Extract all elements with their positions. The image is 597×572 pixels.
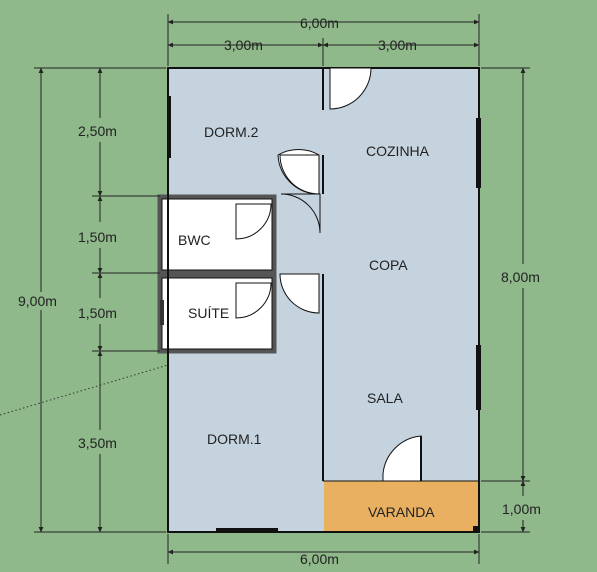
window-sala (476, 345, 481, 410)
door-suite (235, 282, 272, 319)
dim-bottom-total: 6,00m (300, 551, 339, 567)
room-dorm2: DORM.2 (204, 124, 259, 140)
dim-left-dorm2: 2,50m (78, 123, 117, 139)
window-dorm2 (167, 96, 171, 158)
room-dorm1: DORM.1 (207, 431, 262, 447)
door-cozinha (329, 67, 372, 110)
door-bwc-hall (280, 193, 321, 234)
dim-left-dorm1: 3,50m (78, 435, 117, 451)
dim-top-total: 6,00m (300, 15, 339, 31)
dim-right-varanda: 1,00m (502, 501, 541, 517)
dim-left-bwc: 1,50m (78, 229, 117, 245)
room-varanda: VARANDA (368, 504, 435, 520)
dim-left-total: 9,00m (18, 293, 57, 309)
dim-top-right: 3,00m (378, 37, 417, 53)
window-cozinha (476, 118, 481, 188)
guide-line (0, 364, 169, 416)
door-copa (279, 273, 320, 314)
room-sala: SALA (367, 390, 403, 406)
dim-top-left: 3,00m (224, 37, 263, 53)
dim-right-main: 8,00m (501, 269, 540, 285)
room-copa: COPA (369, 257, 408, 273)
door-bwc (235, 203, 272, 240)
room-cozinha: COZINHA (366, 143, 430, 159)
varanda-floor (324, 481, 479, 532)
dim-left-suite: 1,50m (78, 305, 117, 321)
room-suite: SUÍTE (188, 305, 229, 321)
window-dorm1 (216, 528, 278, 532)
room-bwc: BWC (178, 232, 211, 248)
